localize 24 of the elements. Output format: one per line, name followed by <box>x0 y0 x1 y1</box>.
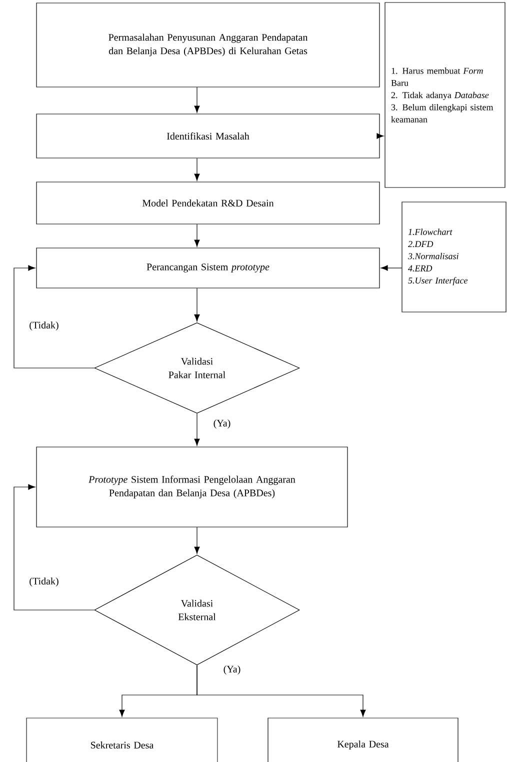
process-box: Identifikasi Masalah <box>36 114 380 158</box>
edge-label: (Tidak) <box>28 576 60 588</box>
arrow <box>380 265 402 271</box>
process-box: Kepala Desa <box>268 718 458 762</box>
process-box: Prototype Sistem Informasi Pengelolaan Anggaran Pendapatan dan Belanja Desa (APBDes) <box>36 446 348 528</box>
arrow <box>194 413 200 446</box>
process-box: Model Pendekatan R&D Desain <box>36 182 380 224</box>
arrow <box>194 527 200 554</box>
edge-label: (Ya) <box>212 418 232 430</box>
process-box: Perancangan Sistem prototype <box>36 248 380 288</box>
edge-label: (Tidak) <box>28 320 60 332</box>
edge-label: (Ya) <box>222 664 242 676</box>
arrow <box>14 265 94 368</box>
arrow <box>194 288 200 322</box>
note-box: 1.Flowchart 2.DFD 3.Normalisasi 4.ERD 5.User Interface <box>402 202 506 312</box>
arrow <box>196 665 366 717</box>
note-box: 1. Harus membuat Form Baru 2. Tidak adanya Database 3. Belum dilengkapi sistem keamanan <box>384 2 506 188</box>
arrow <box>194 87 200 113</box>
arrow <box>194 224 200 247</box>
arrow <box>194 158 200 181</box>
process-box: Sekretaris Desa <box>26 718 218 762</box>
process-box: Permasalahan Penyusunan Anggaran Pendapatan dan Belanja Desa (APBDes) di Kelurahan Getas <box>36 2 380 88</box>
arrow <box>14 484 94 610</box>
arrow <box>376 133 384 139</box>
